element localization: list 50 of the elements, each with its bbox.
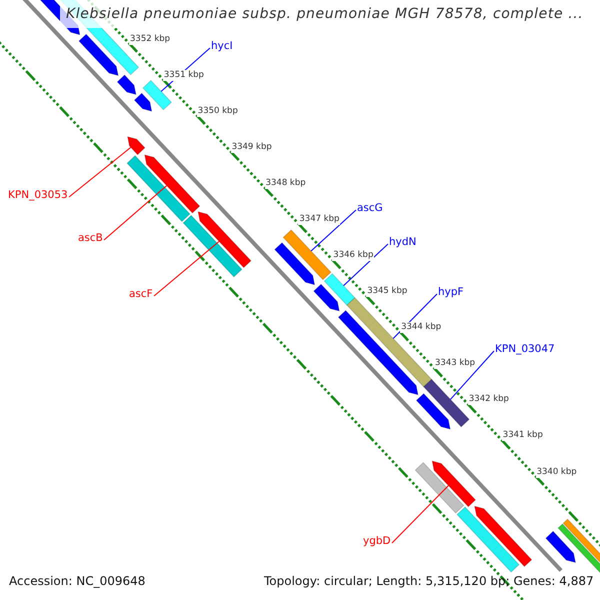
gene-label: hydN bbox=[389, 236, 416, 248]
tick-label: 3347 kbp bbox=[298, 214, 340, 225]
gene-label: hycI bbox=[211, 40, 233, 52]
gene-block bbox=[416, 393, 451, 430]
gene-block bbox=[127, 136, 146, 156]
footer-text: Accession: NC_009648 bbox=[9, 573, 146, 589]
gene-label: ascF bbox=[129, 288, 153, 300]
tick-label: 3351 kbp bbox=[162, 70, 205, 81]
tick-label: 3349 kbp bbox=[230, 142, 273, 153]
gene-block bbox=[456, 506, 520, 573]
tick-label: 3344 kbp bbox=[400, 322, 442, 334]
gene-block bbox=[116, 74, 137, 96]
gene-block bbox=[414, 462, 464, 514]
gene-block bbox=[274, 242, 316, 286]
tick-label: 3341 kbp bbox=[502, 430, 544, 442]
gene-block bbox=[144, 154, 200, 214]
gene-block bbox=[182, 214, 242, 278]
tick-label: 3346 kbp bbox=[332, 250, 374, 261]
gene-label: ascG bbox=[357, 202, 383, 214]
leader-line bbox=[68, 146, 132, 198]
gene-label: KPN_03053 bbox=[8, 188, 68, 202]
gene-block bbox=[474, 506, 532, 568]
tick-label: 3348 kbp bbox=[264, 178, 307, 189]
gene-label: ygbD bbox=[363, 534, 391, 548]
gene-label: ascB bbox=[78, 232, 103, 244]
leader-line bbox=[392, 485, 449, 544]
leader-line bbox=[104, 185, 168, 240]
gene-block bbox=[432, 460, 476, 508]
gene-block bbox=[134, 92, 152, 112]
tick-label: 3345 kbp bbox=[366, 286, 408, 298]
gene-block bbox=[126, 155, 190, 222]
tick-label: 3350 kbp bbox=[196, 106, 239, 117]
leader-line bbox=[154, 240, 220, 296]
gene-block bbox=[282, 229, 332, 280]
gene-block bbox=[545, 530, 576, 564]
gene-block bbox=[423, 378, 470, 428]
tick-label: 3342 kbp bbox=[468, 394, 510, 406]
gene-block bbox=[313, 284, 340, 312]
tick-label: 3343 kbp bbox=[434, 358, 476, 370]
gene-block bbox=[198, 211, 252, 268]
tick-label: 3352 kbp bbox=[129, 34, 172, 44]
leader-line bbox=[310, 210, 356, 252]
gene-block bbox=[142, 80, 172, 110]
gene-block bbox=[78, 34, 119, 76]
tick-label: 3340 kbp bbox=[536, 466, 578, 478]
leader-line bbox=[343, 244, 388, 286]
gene-block bbox=[324, 273, 356, 306]
gene-label: KPN_03047 bbox=[495, 342, 555, 356]
gene-label: hypF bbox=[438, 286, 464, 298]
leader-line bbox=[450, 350, 494, 400]
